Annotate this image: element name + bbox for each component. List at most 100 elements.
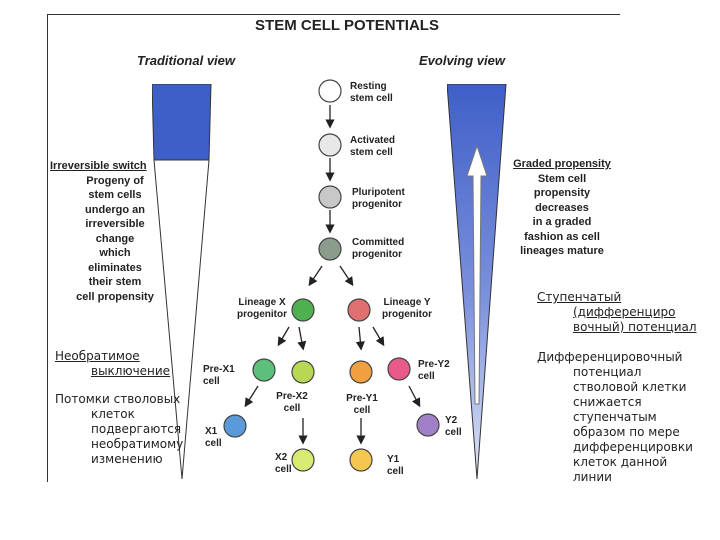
- label-line: progenitor: [352, 199, 402, 210]
- graded-line: Stem cell: [537, 172, 587, 185]
- graded-propensity-block: Graded propensity Stem cell propensity d…: [502, 157, 622, 259]
- arrow-prex1-to-x1: [244, 385, 259, 408]
- pre-x1-label: Pre-X1 cell: [203, 364, 235, 388]
- y1-cell: [349, 448, 373, 472]
- irreversible-line: cell propensity: [76, 290, 154, 303]
- irreversible-switch-heading: Irreversible switch: [50, 160, 147, 172]
- annotation-heading: Необратимое: [55, 349, 140, 363]
- committed-label: Committed progenitor: [352, 237, 404, 261]
- graded-line: fashion as cell: [524, 230, 600, 243]
- annotation-line: выключение: [91, 364, 171, 378]
- label-line: X2: [275, 452, 288, 463]
- label-line: stem cell: [350, 147, 393, 158]
- annotation-line: линии: [573, 470, 612, 484]
- label-line: cell: [353, 405, 371, 416]
- arrow-ly-to-prey1: [355, 326, 365, 351]
- arrow-prey2-to-y2: [408, 385, 421, 408]
- irreversible-line: change: [95, 232, 135, 245]
- label-line: Pre-X2: [276, 391, 308, 402]
- label-line: progenitor: [237, 309, 287, 320]
- x1-cell: [223, 414, 247, 438]
- label-line: Y1: [387, 454, 400, 465]
- y1-label: Y1 cell: [387, 454, 404, 478]
- annotation-right-bottom: Дифференцировочный потенциал стволовой к…: [537, 350, 720, 485]
- label-line: Lineage X: [238, 297, 286, 308]
- annotation-heading: Потомки стволовых: [55, 392, 181, 406]
- arrow-committed-to-lineage-y: [339, 265, 354, 287]
- label-line: Pre-X1: [203, 364, 235, 375]
- activated-label: Activated stem cell: [350, 135, 395, 159]
- label-line: progenitor: [352, 249, 402, 260]
- irreversible-switch-block: Irreversible switch Progeny of stem cell…: [50, 159, 180, 304]
- activated-stem-cell: [318, 133, 342, 157]
- resting-label: Resting stem cell: [350, 81, 393, 105]
- label-line: Committed: [352, 237, 405, 248]
- graded-line: in a graded: [532, 216, 592, 228]
- pluripotent-progenitor-cell: [318, 185, 342, 209]
- lineage-diagram: [223, 79, 440, 472]
- committed-progenitor-cell: [318, 237, 342, 261]
- stem-cell-figure: STEM CELL POTENTIALS Traditional view Ev…: [47, 14, 620, 482]
- frame-top-line: [47, 14, 620, 15]
- arrow-lx-to-prex1: [277, 326, 290, 347]
- label-line: cell: [205, 438, 222, 449]
- lineage-x-progenitor-cell: [291, 298, 315, 322]
- irreversible-line: irreversible: [85, 218, 145, 230]
- y2-cell: [416, 413, 440, 437]
- annotation-line: потенциал: [573, 365, 642, 379]
- label-line: Pluripotent: [352, 187, 405, 198]
- annotation-line: ступенчатым: [573, 410, 657, 424]
- x1-label: X1 cell: [205, 426, 222, 450]
- pre-y2-label: Pre-Y2 cell: [418, 359, 450, 383]
- evolving-view-label: Evolving view: [419, 53, 505, 68]
- irreversible-line: their stem: [88, 276, 142, 288]
- label-line: stem cell: [350, 93, 393, 104]
- arrow-lx-to-prex2: [297, 326, 307, 351]
- funnel-white-tail: [153, 159, 210, 480]
- traditional-funnel: [152, 84, 212, 480]
- irreversible-line: eliminates: [88, 261, 142, 274]
- pre-x2-cell: [291, 360, 315, 384]
- annotation-line: образом по мере: [573, 425, 680, 439]
- lineage-x-label: Lineage X progenitor: [227, 297, 297, 321]
- arrow-committed-to-lineage-x: [308, 265, 323, 287]
- annotation-line: клеток данной: [573, 455, 668, 469]
- annotation-left-bottom: Потомки стволовых клеток подвергаются не…: [55, 392, 185, 467]
- graded-line: decreases: [535, 201, 589, 214]
- label-line: X1: [205, 426, 218, 437]
- annotation-left-top: Необратимое выключение: [55, 349, 175, 379]
- pre-y1-label: Pre-Y1 cell: [337, 393, 387, 417]
- pre-y1-cell: [349, 360, 373, 384]
- graded-propensity-heading: Graded propensity: [513, 158, 611, 170]
- annotation-line: вочный) потенциал: [573, 320, 697, 334]
- upward-arrow-icon: [466, 144, 488, 405]
- x2-cell: [291, 448, 315, 472]
- annotation-line: дифференцировки: [573, 440, 693, 454]
- label-line: Activated: [350, 135, 396, 146]
- pre-y2-cell: [387, 357, 411, 381]
- annotation-line: изменению: [91, 452, 163, 466]
- x2-label: X2 cell: [275, 452, 292, 476]
- label-line: Pre-Y1: [346, 393, 378, 404]
- label-line: Y2: [445, 415, 458, 426]
- annotation-line: подвергаются: [91, 422, 182, 436]
- irreversible-line: undergo an: [85, 203, 145, 216]
- annotation-line: стволовой клетки: [573, 380, 687, 394]
- annotation-right-top: Ступенчатый (дифференциро вочный) потенц…: [537, 290, 717, 335]
- frame-left-line: [47, 14, 48, 482]
- label-line: cell: [445, 427, 462, 438]
- annotation-heading: Ступенчатый: [537, 290, 622, 304]
- annotation-heading: Дифференцировочный: [537, 350, 683, 364]
- arrow-ly-to-prey2: [372, 326, 385, 347]
- pre-x2-label: Pre-X2 cell: [267, 391, 317, 415]
- pre-x1-cell: [252, 358, 276, 382]
- irreversible-line: which: [99, 247, 131, 259]
- graded-line: propensity: [533, 187, 591, 199]
- pluripotent-label: Pluripotent progenitor: [352, 187, 405, 211]
- label-line: cell: [203, 376, 220, 387]
- label-line: cell: [283, 403, 301, 414]
- label-line: Resting: [350, 81, 387, 92]
- irreversible-line: Progeny of: [86, 174, 144, 187]
- graded-line: lineages mature: [520, 245, 604, 257]
- label-line: Lineage Y: [383, 297, 431, 308]
